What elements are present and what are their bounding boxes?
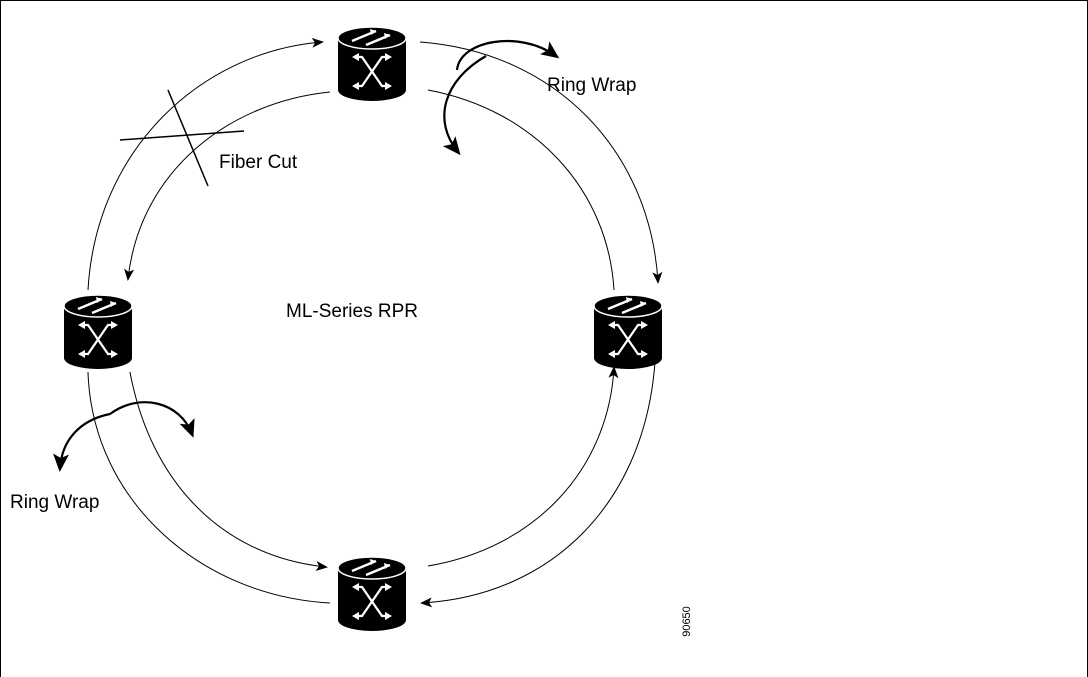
ring-name-label: ML-Series RPR	[286, 301, 418, 322]
fiber-cut-label: Fiber Cut	[219, 152, 298, 173]
node-top-icon	[336, 25, 408, 103]
ring-outer-top-right	[419, 41, 663, 284]
ring-inner-top-right	[427, 89, 615, 291]
ring-inner-bottom-right	[427, 366, 619, 567]
ring-wrap-top-label: Ring Wrap	[547, 75, 637, 96]
ring-outer-left-bottom	[87, 371, 331, 604]
ring-outer-right-bottom	[420, 361, 656, 608]
fiber-cut-x-icon	[119, 89, 245, 187]
node-left-icon	[62, 293, 134, 371]
ring-wrap-arrow-left-icon	[53, 401, 195, 472]
ring-wrap-left-label: Ring Wrap	[10, 492, 100, 513]
ring-inner-left-bottom	[129, 371, 328, 571]
ring-wrap-arrow-top-icon	[442, 39, 560, 156]
node-right-icon	[592, 293, 664, 371]
ring-outer-left-top	[87, 37, 324, 291]
ring-inner-top-left	[124, 91, 331, 281]
figure-id-label: 90650	[680, 606, 693, 637]
node-bottom-icon	[336, 555, 408, 633]
